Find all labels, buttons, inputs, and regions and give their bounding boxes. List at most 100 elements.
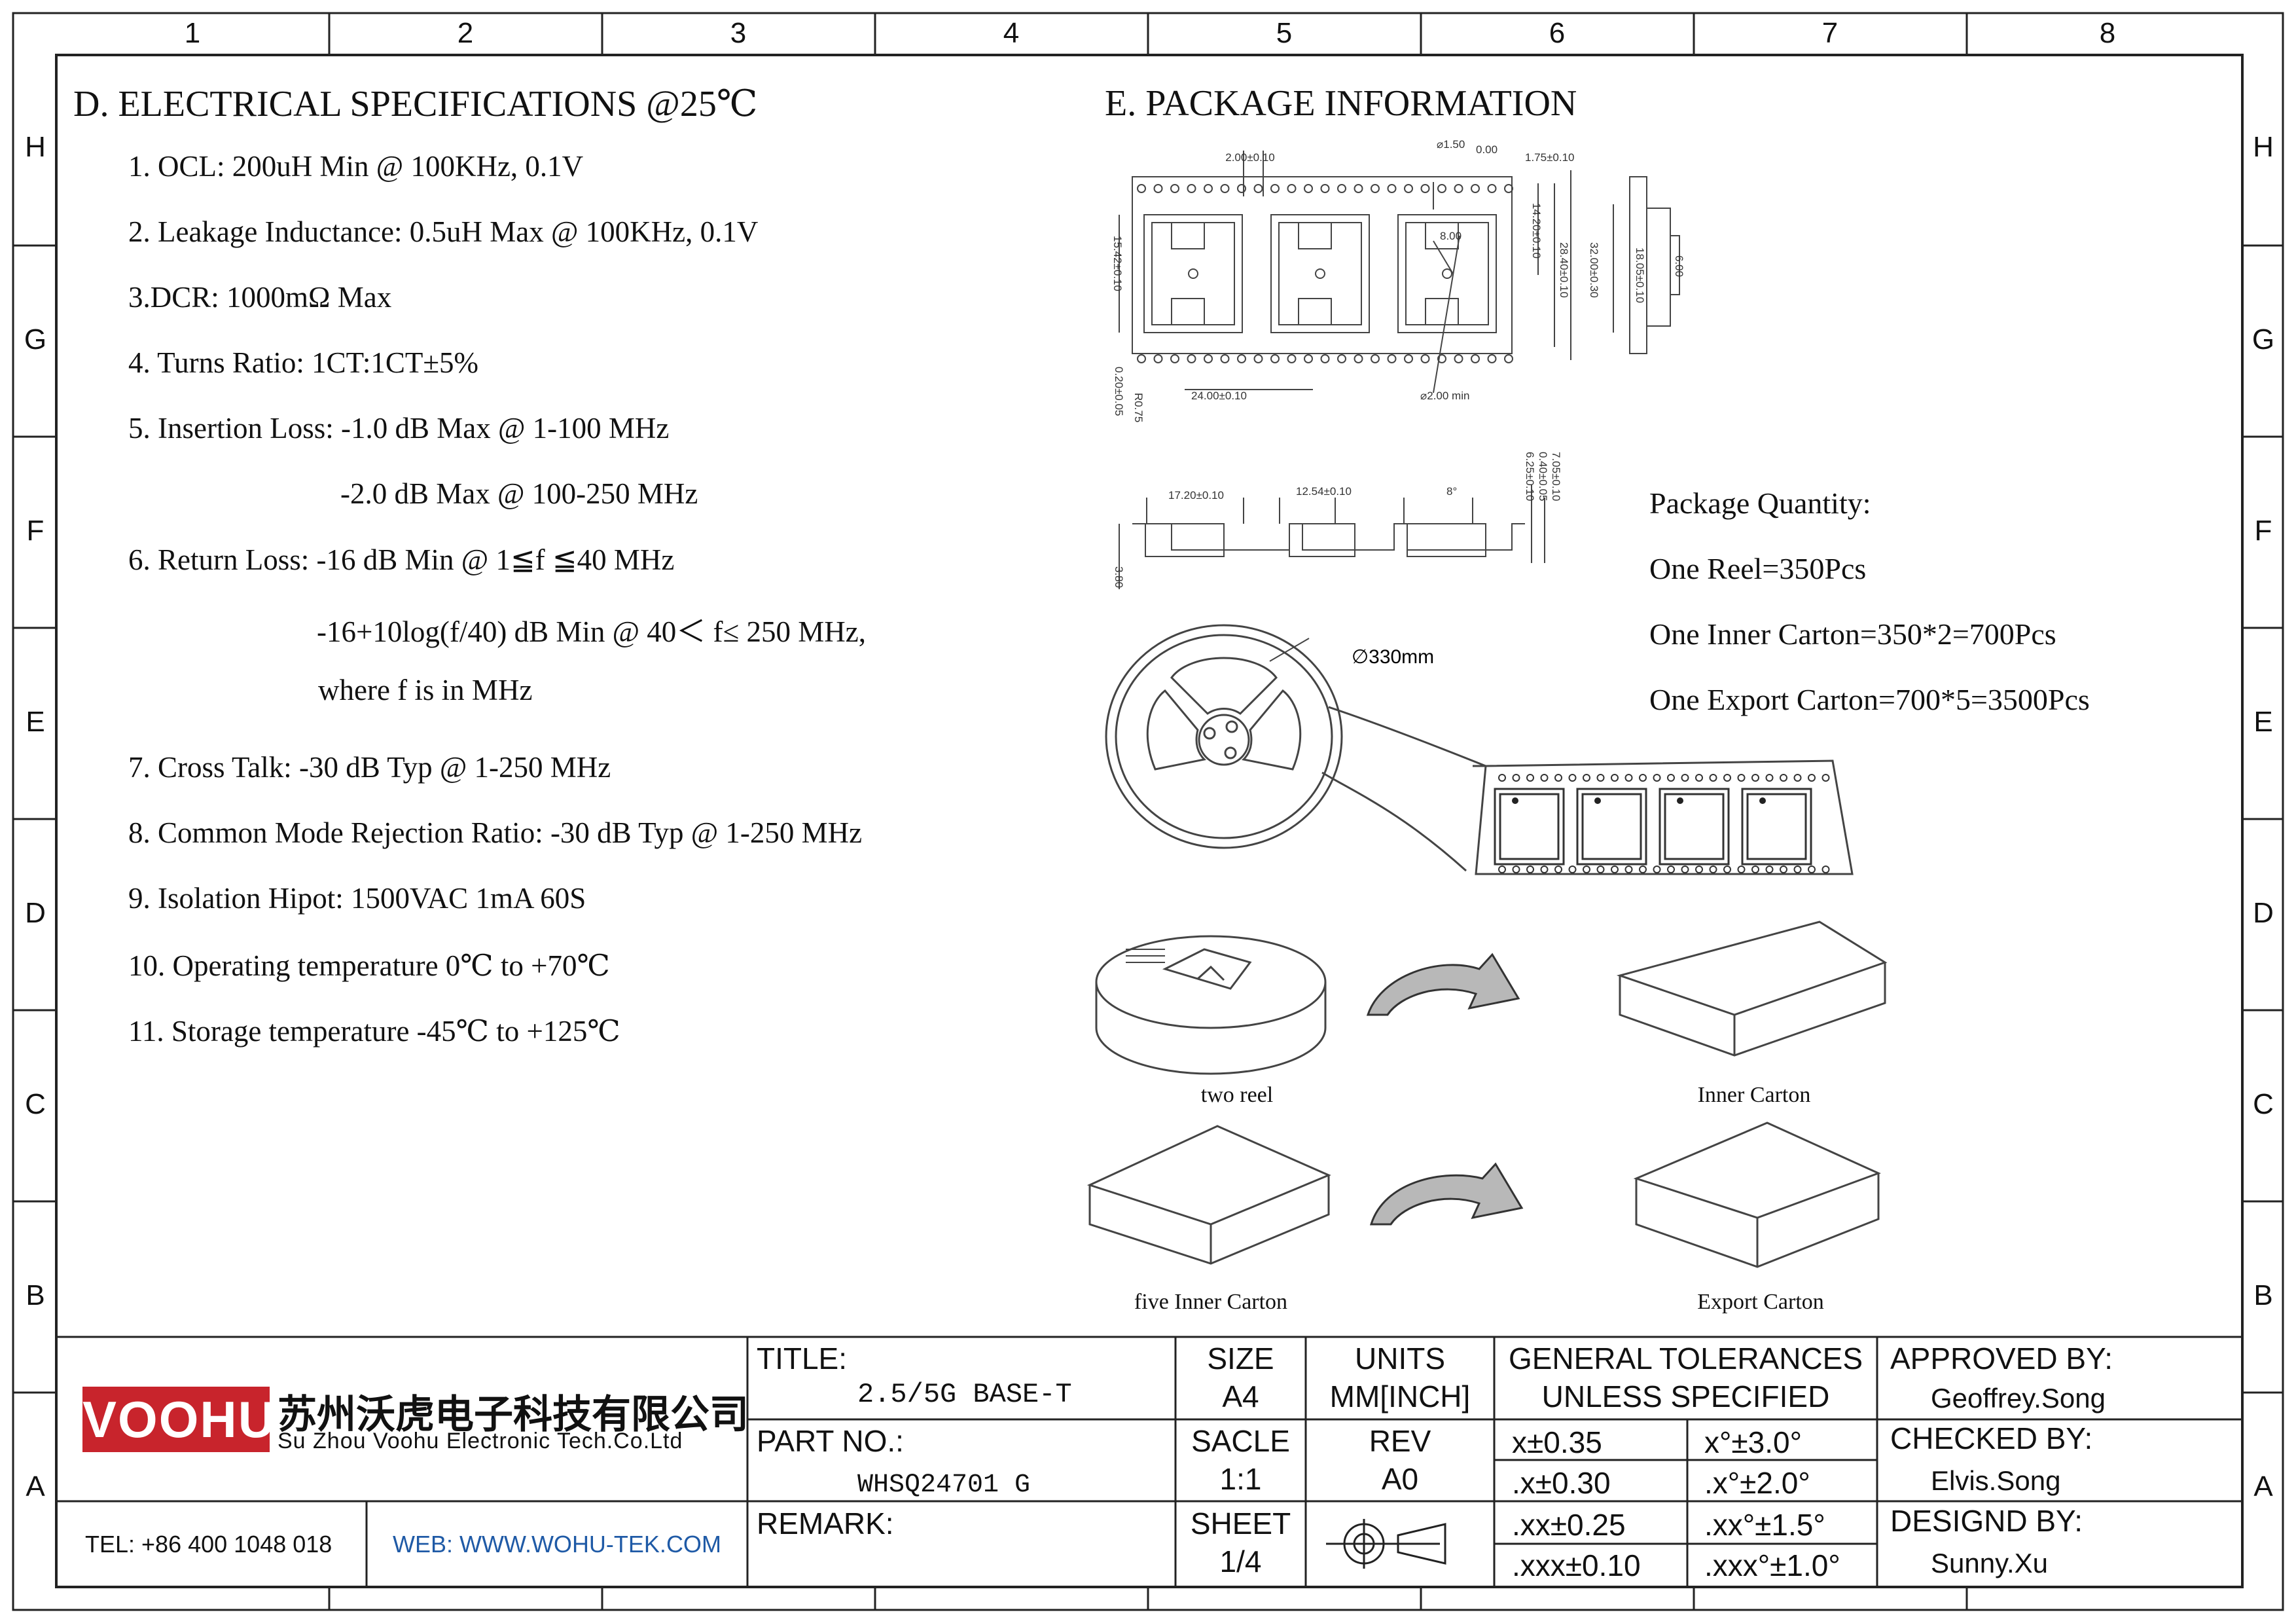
dim-side-h: 18.05±0.10 (1634, 247, 1646, 303)
tape-sprocket-hole (1554, 774, 1562, 782)
tolerance-dxx-angle: .xx°±1.5° (1704, 1508, 1825, 1542)
tape-sprocket-hole (1540, 774, 1549, 782)
row-letter-e-right: E (2253, 706, 2273, 738)
tolerance-x: x±0.35 (1512, 1425, 1602, 1459)
sprocket-hole (1454, 354, 1463, 363)
column-number-6: 6 (1549, 17, 1566, 49)
designed-by-label: DESIGND BY: (1890, 1504, 2083, 1538)
company-name-en: Su Zhou Voohu Electronic Tech.Co.Ltd (278, 1429, 683, 1453)
dim-radius: R0.75 (1132, 393, 1145, 422)
tape-sprocket-hole (1695, 866, 1703, 873)
tape-sprocket-hole (1540, 866, 1549, 873)
tape-sprocket-hole (1639, 866, 1647, 873)
tape-sprocket-hole (1780, 866, 1787, 873)
sprocket-hole (1153, 184, 1163, 193)
dim-min-hole: ⌀2.00 min (1420, 390, 1469, 402)
tape-sprocket-hole (1526, 866, 1534, 873)
tolerance-title-1: GENERAL TOLERANCES (1508, 1341, 1863, 1376)
spec-line-turns-ratio: 4. Turns Ratio: 1CT:1CT±5% (128, 346, 479, 379)
tape-sprocket-hole (1583, 866, 1590, 873)
tape-sprocket-hole (1751, 774, 1759, 782)
scale-value: 1:1 (1219, 1462, 1262, 1496)
tape-sprocket-hole (1498, 866, 1506, 873)
tape-sprocket-hole (1639, 774, 1647, 782)
package-quantity-export: One Export Carton=700*5=3500Pcs (1649, 683, 2090, 716)
tape-sprocket-hole (1793, 774, 1802, 782)
electrical-specs-heading: D. ELECTRICAL SPECIFICATIONS @25℃ (73, 84, 758, 124)
dim-sec-b: 12.54±0.10 (1296, 485, 1352, 498)
tape-sprocket-hole (1611, 866, 1619, 873)
row-letter-h: H (25, 131, 46, 163)
dim-depth-a: 7.05±0.10 (1550, 452, 1562, 501)
sheet-label: SHEET (1190, 1506, 1291, 1541)
row-letter-b-right: B (2253, 1279, 2273, 1311)
tape-sprocket-hole (1709, 774, 1717, 782)
sprocket-hole (1304, 354, 1313, 363)
tape-sprocket-hole (1526, 774, 1534, 782)
package-quantity-inner: One Inner Carton=350*2=700Pcs (1649, 617, 2056, 651)
row-letter-f: F (26, 515, 45, 547)
sprocket-hole (1287, 184, 1297, 193)
sprocket-hole (1387, 184, 1397, 193)
dim-pocket-h: 15.42±0.10 (1111, 236, 1124, 291)
spec-line-cross-talk: 7. Cross Talk: -30 dB Typ @ 1-250 MHz (128, 751, 611, 784)
sprocket-hole (1454, 184, 1463, 193)
dim-side-w: 6.00 (1673, 255, 1685, 277)
tape-sprocket-hole (1512, 774, 1520, 782)
reel-diameter-label: ∅330mm (1352, 646, 1434, 668)
sprocket-hole (1371, 354, 1380, 363)
sprocket-hole (1471, 184, 1480, 193)
inner-to-export-carton-drawing (1086, 1122, 1881, 1268)
spec-line-insertion-loss: 5. Insertion Loss: -1.0 dB Max @ 1-100 M… (128, 412, 670, 445)
spec-line-return-loss: 6. Return Loss: -16 dB Min @ 1≦f ≦40 MHz (128, 543, 675, 576)
column-number-8: 8 (2099, 17, 2116, 49)
spec-line-storage-temp: 11. Storage temperature -45℃ to +125℃ (128, 1015, 620, 1048)
company-tel: TEL: +86 400 1048 018 (85, 1531, 332, 1558)
sprocket-hole (1320, 184, 1330, 193)
tape-sprocket-hole (1653, 774, 1661, 782)
dim-depth-c: 6.25±0.10 (1524, 452, 1536, 501)
sprocket-hole (1170, 184, 1179, 193)
sprocket-hole (1487, 354, 1497, 363)
row-letter-e: E (26, 706, 45, 738)
sprocket-hole (1137, 184, 1146, 193)
size-label: SIZE (1207, 1341, 1274, 1376)
dim-pitch: 24.00±0.10 (1191, 390, 1247, 402)
tape-sprocket-hole (1765, 774, 1774, 782)
column-number-4: 4 (1003, 17, 1020, 49)
tape-sprocket-hole (1667, 866, 1675, 873)
sprocket-hole (1404, 354, 1413, 363)
dim-d1: 14.20±0.10 (1530, 203, 1543, 259)
sprocket-hole (1170, 354, 1179, 363)
dim-d2: 28.40±0.10 (1558, 242, 1570, 298)
approved-by-value: Geoffrey.Song (1931, 1383, 2106, 1413)
sprocket-hole (1487, 184, 1497, 193)
spec-line-insertion-loss-2: -2.0 dB Max @ 100-250 MHz (340, 477, 698, 510)
projection-symbol-icon (1326, 1519, 1446, 1569)
spec-line-leakage: 2. Leakage Inductance: 0.5uH Max @ 100KH… (128, 215, 759, 248)
column-number-1: 1 (184, 17, 201, 49)
tape-sprocket-hole (1568, 774, 1577, 782)
sprocket-hole (1237, 354, 1246, 363)
dim-sec-a: 17.20±0.10 (1168, 489, 1224, 501)
dim-hole-pitch: 2.00±0.10 (1225, 151, 1275, 164)
sprocket-hole (1471, 354, 1480, 363)
row-letter-c: C (25, 1088, 46, 1120)
sprocket-hole (1420, 354, 1430, 363)
row-letter-a: A (26, 1470, 45, 1503)
sprocket-hole (1270, 184, 1280, 193)
units-label: UNITS (1355, 1341, 1445, 1376)
row-letter-d-right: D (2253, 897, 2274, 929)
sprocket-hole (1253, 354, 1263, 363)
sprocket-hole (1354, 354, 1363, 363)
sprocket-hole (1504, 354, 1513, 363)
caption-five-inner-carton: five Inner Carton (1134, 1290, 1288, 1314)
tape-sprocket-hole (1498, 774, 1506, 782)
row-letter-f-right: F (2254, 515, 2272, 547)
spec-line-hipot: 9. Isolation Hipot: 1500VAC 1mA 60S (128, 882, 586, 915)
sprocket-hole (1504, 184, 1513, 193)
dim-angle: 8° (1446, 485, 1457, 498)
part-no-value: WHSQ24701 G (857, 1470, 1031, 1500)
remark-label: REMARK: (757, 1506, 894, 1541)
dim-pocket-w: 8.00 (1440, 230, 1462, 242)
